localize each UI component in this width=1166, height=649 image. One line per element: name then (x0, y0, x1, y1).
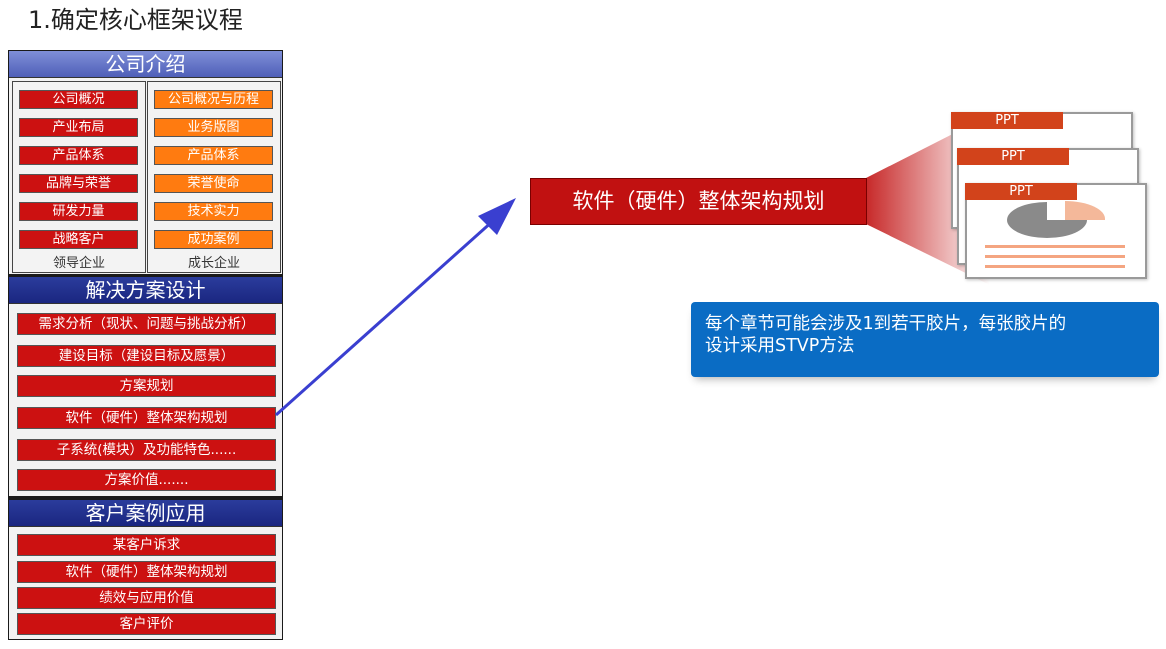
company-intro-title: 公司介绍 (9, 51, 282, 78)
agenda-framework: 公司介绍 公司概况 产业布局 产品体系 品牌与荣誉 研发力量 战略客户 领导企业… (8, 50, 283, 640)
right-item-6: 成功案例 (154, 230, 273, 249)
case-application-title: 客户案例应用 (9, 500, 282, 527)
case-item-1: 某客户诉求 (17, 534, 276, 556)
solution-item-6: 方案价值....... (17, 469, 276, 491)
left-item-1: 公司概况 (19, 90, 138, 109)
page-title: 1.确定核心框架议程 (28, 6, 243, 34)
right-item-2: 业务版图 (154, 118, 273, 137)
solution-design-section: 解决方案设计 需求分析（现状、问题与挑战分析） 建设目标（建设目标及愿景） 方案… (9, 277, 282, 496)
arrow-shaft (274, 218, 496, 417)
solution-item-3: 方案规划 (17, 375, 276, 397)
solution-design-title: 解决方案设计 (9, 277, 282, 304)
solution-item-4: 软件（硬件）整体架构规划 (17, 407, 276, 429)
right-item-1: 公司概况与历程 (154, 90, 273, 109)
pie-chart-icon (985, 200, 1125, 268)
case-item-3: 绩效与应用价值 (17, 587, 276, 609)
left-item-4: 品牌与荣誉 (19, 174, 138, 193)
ppt-slide-3: PPT (965, 183, 1147, 279)
leading-enterprise-column: 公司概况 产业布局 产品体系 品牌与荣誉 研发力量 战略客户 领导企业 (12, 81, 146, 273)
solution-item-5: 子系统(模块）及功能特色...... (17, 439, 276, 461)
stvp-note-callout: 每个章节可能会涉及1到若干胶片，每张胶片的 设计采用STVP方法 (691, 302, 1159, 377)
left-item-3: 产品体系 (19, 146, 138, 165)
ppt-tab-1: PPT (951, 112, 1063, 129)
leading-enterprise-label: 领导企业 (52, 256, 105, 271)
left-item-2: 产业布局 (19, 118, 138, 137)
case-application-section: 客户案例应用 某客户诉求 软件（硬件）整体架构规划 绩效与应用价值 客户评价 (9, 500, 282, 639)
growth-enterprise-column: 公司概况与历程 业务版图 产品体系 荣誉使命 技术实力 成功案例 成长企业 (147, 81, 281, 273)
case-item-2: 软件（硬件）整体架构规划 (17, 561, 276, 583)
growth-enterprise-label: 成长企业 (187, 256, 240, 271)
company-intro-section: 公司介绍 公司概况 产业布局 产品体系 品牌与荣誉 研发力量 战略客户 领导企业… (9, 51, 282, 274)
case-item-4: 客户评价 (17, 613, 276, 635)
right-item-3: 产品体系 (154, 146, 273, 165)
ppt-tab-3: PPT (965, 183, 1077, 200)
callout-line-2: 设计采用STVP方法 (705, 336, 855, 356)
right-item-4: 荣誉使命 (154, 174, 273, 193)
callout-line-1: 每个章节可能会涉及1到若干胶片，每张胶片的 (705, 314, 1067, 334)
arrow-head (478, 198, 516, 235)
left-item-6: 战略客户 (19, 230, 138, 249)
right-item-5: 技术实力 (154, 202, 273, 221)
architecture-planning-box: 软件（硬件）整体架构规划 (530, 178, 867, 225)
ppt-tab-2: PPT (957, 148, 1069, 165)
solution-item-1: 需求分析（现状、问题与挑战分析） (17, 313, 276, 335)
left-item-5: 研发力量 (19, 202, 138, 221)
solution-item-2: 建设目标（建设目标及愿景） (17, 345, 276, 367)
